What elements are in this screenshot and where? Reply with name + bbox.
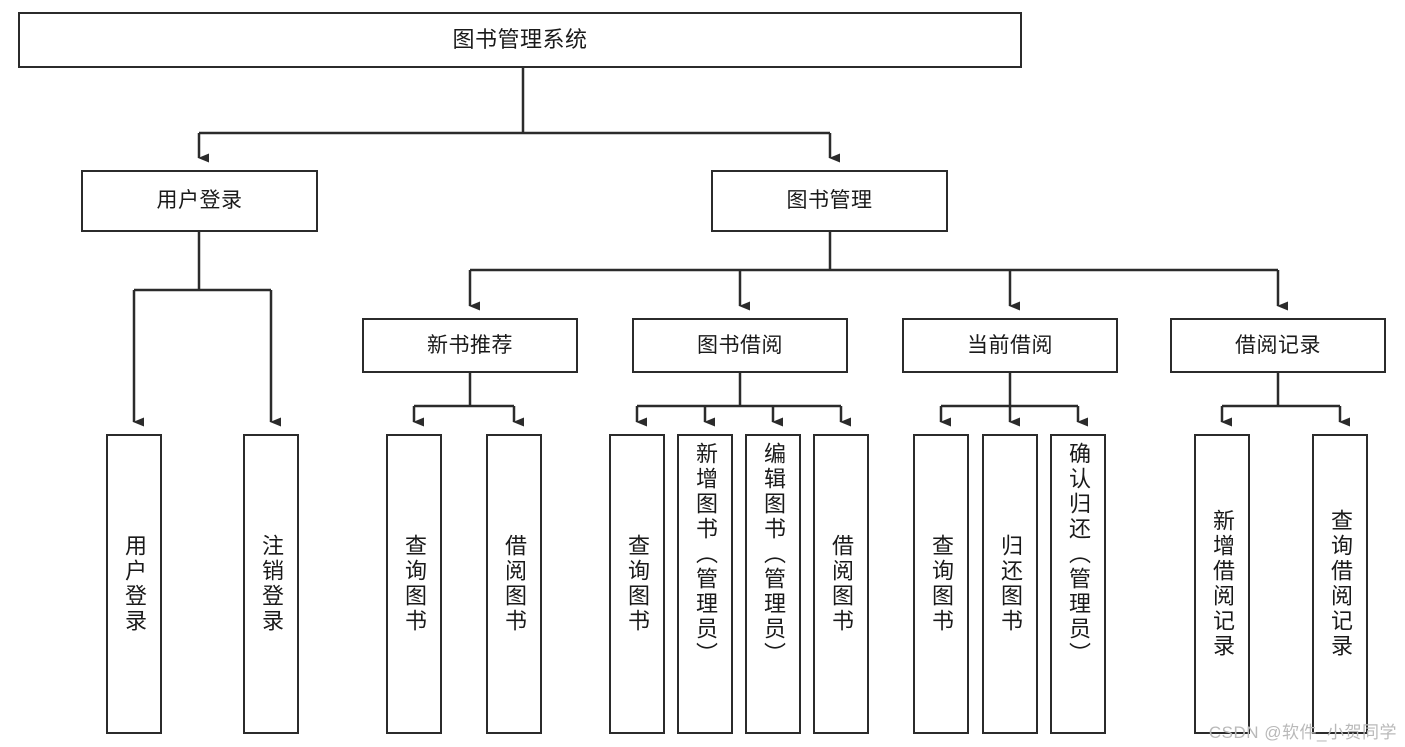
leaf-book-borrow-edit[interactable]: 编辑图书（管理员）: [745, 434, 801, 734]
leaf-label: 新增借阅记录: [1210, 509, 1235, 659]
leaf-new-book-query[interactable]: 查询图书: [386, 434, 442, 734]
leaf-current-borrow-confirm-return[interactable]: 确认归还（管理员）: [1050, 434, 1106, 734]
leaf-label: 借阅图书: [502, 534, 527, 634]
leaf-label: 借阅图书: [829, 534, 854, 634]
node-book-management[interactable]: 图书管理: [711, 170, 948, 232]
leaf-label: 用户登录: [122, 534, 147, 634]
leaf-book-borrow-borrow[interactable]: 借阅图书: [813, 434, 869, 734]
node-label: 用户登录: [156, 189, 243, 213]
leaf-book-borrow-add[interactable]: 新增图书（管理员）: [677, 434, 733, 734]
leaf-label: 编辑图书（管理员）: [761, 442, 786, 667]
leaf-label: 确认归还（管理员）: [1066, 442, 1091, 667]
leaf-label: 新增图书（管理员）: [693, 442, 718, 667]
leaf-current-borrow-query[interactable]: 查询图书: [913, 434, 969, 734]
node-label: 图书借阅: [697, 333, 783, 357]
leaf-user-login-login[interactable]: 用户登录: [106, 434, 162, 734]
leaf-label: 归还图书: [998, 534, 1023, 634]
node-label: 图书管理系统: [452, 26, 588, 52]
node-label: 当前借阅: [967, 333, 1053, 357]
leaf-label: 查询图书: [929, 534, 954, 634]
leaf-label: 注销登录: [259, 534, 284, 634]
leaf-label: 查询借阅记录: [1328, 509, 1353, 659]
node-label: 图书管理: [786, 189, 873, 213]
node-book-borrow[interactable]: 图书借阅: [632, 318, 848, 373]
leaf-borrow-record-add[interactable]: 新增借阅记录: [1194, 434, 1250, 734]
leaf-label: 查询图书: [402, 534, 427, 634]
leaf-current-borrow-return[interactable]: 归还图书: [982, 434, 1038, 734]
leaf-user-login-logout[interactable]: 注销登录: [243, 434, 299, 734]
node-current-borrow[interactable]: 当前借阅: [902, 318, 1118, 373]
leaf-book-borrow-query[interactable]: 查询图书: [609, 434, 665, 734]
node-new-book-recommend[interactable]: 新书推荐: [362, 318, 578, 373]
node-borrow-record[interactable]: 借阅记录: [1170, 318, 1386, 373]
node-root-book-management-system[interactable]: 图书管理系统: [18, 12, 1022, 68]
node-label: 借阅记录: [1235, 333, 1321, 357]
node-label: 新书推荐: [427, 333, 513, 357]
leaf-borrow-record-query[interactable]: 查询借阅记录: [1312, 434, 1368, 734]
node-user-login[interactable]: 用户登录: [81, 170, 318, 232]
leaf-label: 查询图书: [625, 534, 650, 634]
leaf-new-book-borrow[interactable]: 借阅图书: [486, 434, 542, 734]
